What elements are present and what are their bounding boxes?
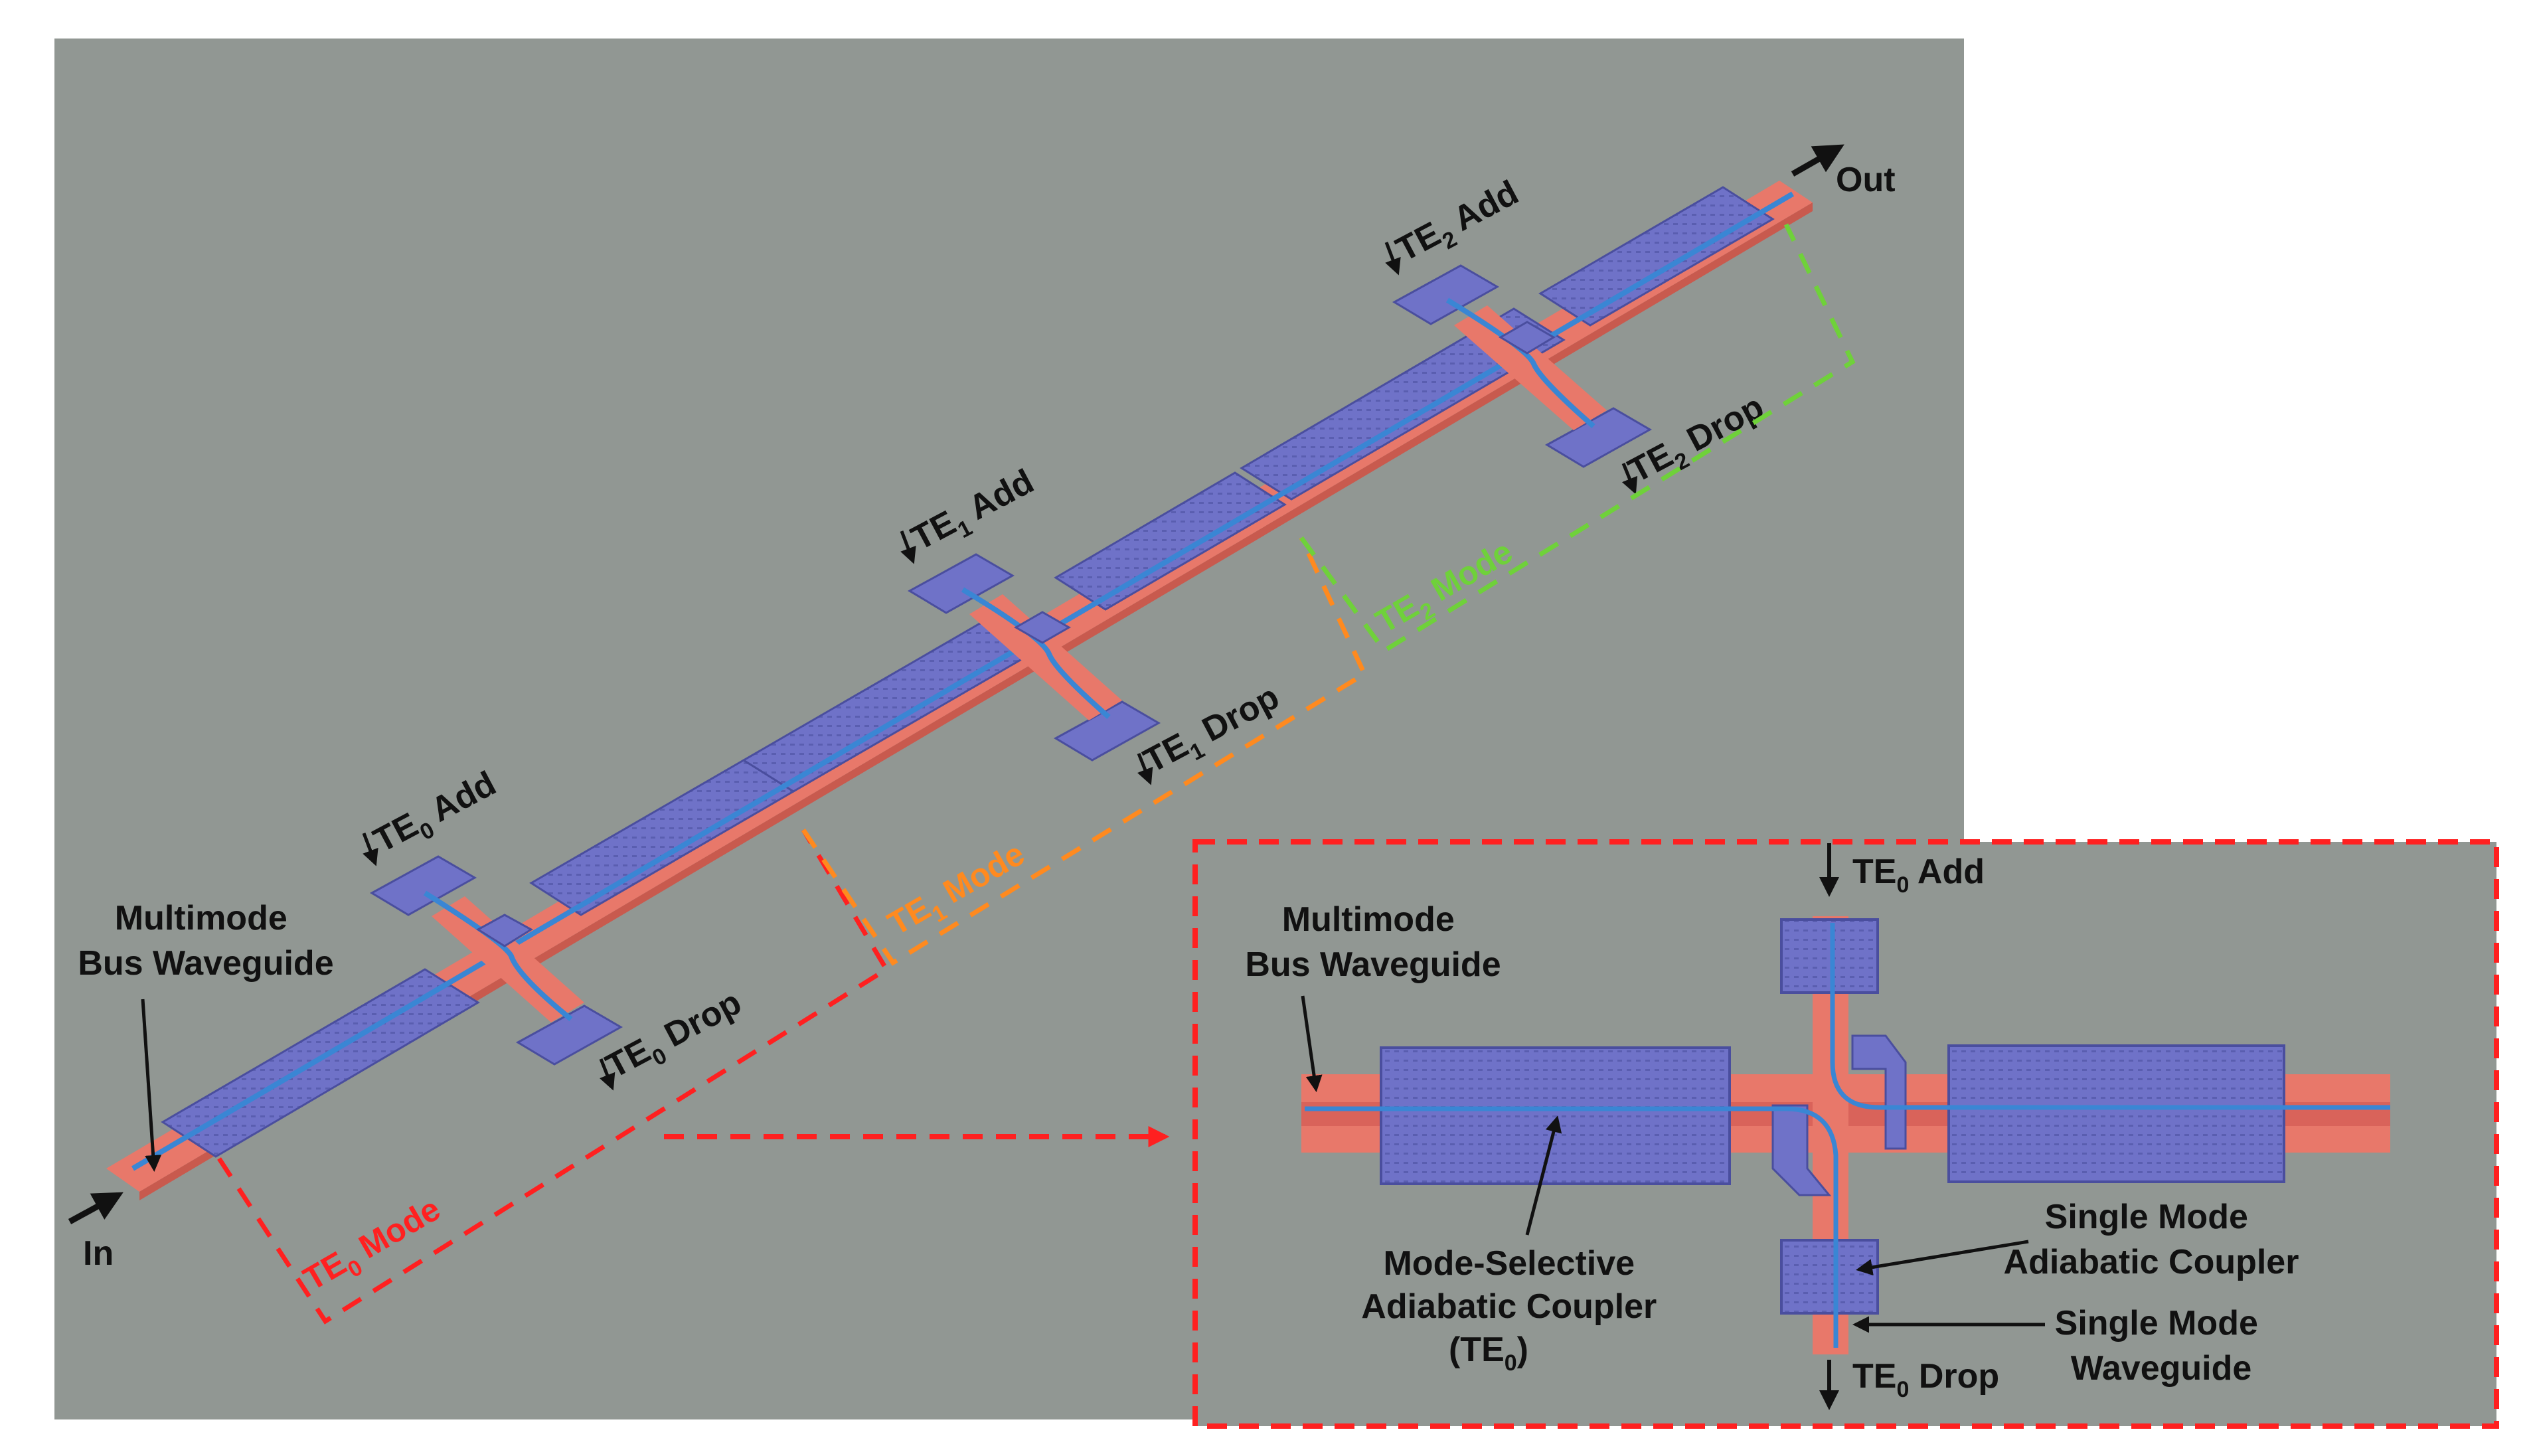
inset-bus-pointer bbox=[1301, 995, 1323, 1092]
inset-coupler-pointer bbox=[1525, 1115, 1562, 1236]
inset-top-coupler bbox=[1780, 918, 1879, 994]
inset-bus-label: Multimode Bus Waveguide bbox=[1245, 900, 1501, 984]
drop-arrow-stage-1 bbox=[1137, 753, 1153, 785]
drop-arrow-stage-2 bbox=[1621, 463, 1638, 495]
inset-coupler-label: Mode-Selective Adiabatic Coupler (TE0) bbox=[1361, 1244, 1666, 1376]
sm-coupler-line1: Single Mode bbox=[2045, 1198, 2248, 1236]
output-label: Out bbox=[1836, 161, 1896, 199]
bus-label-line1: Multimode bbox=[115, 899, 287, 937]
drop-arrow-stage-0 bbox=[599, 1058, 615, 1091]
inset-sm-coupler-label: Single Mode Adiabatic Coupler bbox=[2004, 1198, 2299, 1281]
input-arrow bbox=[68, 1192, 123, 1224]
mode-coupler-block bbox=[161, 968, 480, 1158]
coupler-blocks bbox=[161, 186, 1775, 1158]
sm-coupler-line2: Adiabatic Coupler bbox=[2004, 1243, 2299, 1281]
add-drop-te1 bbox=[907, 553, 1161, 762]
inset-sm-waveguide-label: Single Mode Waveguide bbox=[2055, 1304, 2268, 1388]
sm-waveguide-line1: Single Mode bbox=[2055, 1304, 2258, 1342]
add-arrow-stage-1 bbox=[900, 530, 916, 564]
sm-waveguide-line2: Waveguide bbox=[2071, 1349, 2252, 1388]
te0-mode-region bbox=[217, 829, 890, 1325]
mode-coupler-block bbox=[1054, 471, 1287, 611]
te1-mode-region bbox=[801, 536, 1368, 966]
input-label: In bbox=[83, 1234, 114, 1273]
inset-bus-label-line2: Bus Waveguide bbox=[1245, 945, 1501, 984]
mode-coupler-block bbox=[1240, 307, 1566, 501]
bus-label-line2: Bus Waveguide bbox=[78, 944, 333, 983]
mode-regions bbox=[217, 223, 1856, 1325]
inset-sm-coupler-pointer bbox=[1856, 1240, 2029, 1276]
bus-label-pointer bbox=[141, 999, 162, 1172]
inset-mode-selective-coupler bbox=[1380, 1046, 1731, 1185]
add-drop-structures bbox=[369, 264, 1653, 1066]
add-arrow-stage-0 bbox=[362, 833, 378, 866]
inset-bottom-coupler bbox=[1780, 1239, 1879, 1315]
coupler-label-line1: Mode-Selective bbox=[1383, 1244, 1635, 1283]
add-drop-te0 bbox=[369, 855, 623, 1066]
add-drop-te2 bbox=[1392, 264, 1653, 468]
coupler-label-line2: Adiabatic Coupler bbox=[1361, 1287, 1657, 1326]
inset-bus-label-line1: Multimode bbox=[1282, 900, 1455, 939]
bus-label: Multimode Bus Waveguide bbox=[78, 899, 333, 983]
coupler-label-line3: (TE bbox=[1449, 1331, 1505, 1369]
inset-right-coupler bbox=[1947, 1044, 2285, 1183]
inset-panel: Multimode Bus Waveguide TE0 Add TE0 Drop… bbox=[1192, 839, 2499, 1429]
overview-panel: In Out Multimode Bus Waveguide TE0 AddTE… bbox=[54, 39, 1964, 1419]
mode-coupler-block bbox=[1538, 186, 1775, 327]
inset-add-label: TE0 Add bbox=[1852, 852, 1985, 898]
inset-drop-label: TE0 Drop bbox=[1852, 1357, 1999, 1402]
add-arrow-stage-2 bbox=[1384, 242, 1401, 276]
inset-guide-line bbox=[1305, 1106, 1838, 1348]
output-arrow bbox=[1791, 144, 1844, 177]
te2-mode-region bbox=[1299, 223, 1856, 654]
